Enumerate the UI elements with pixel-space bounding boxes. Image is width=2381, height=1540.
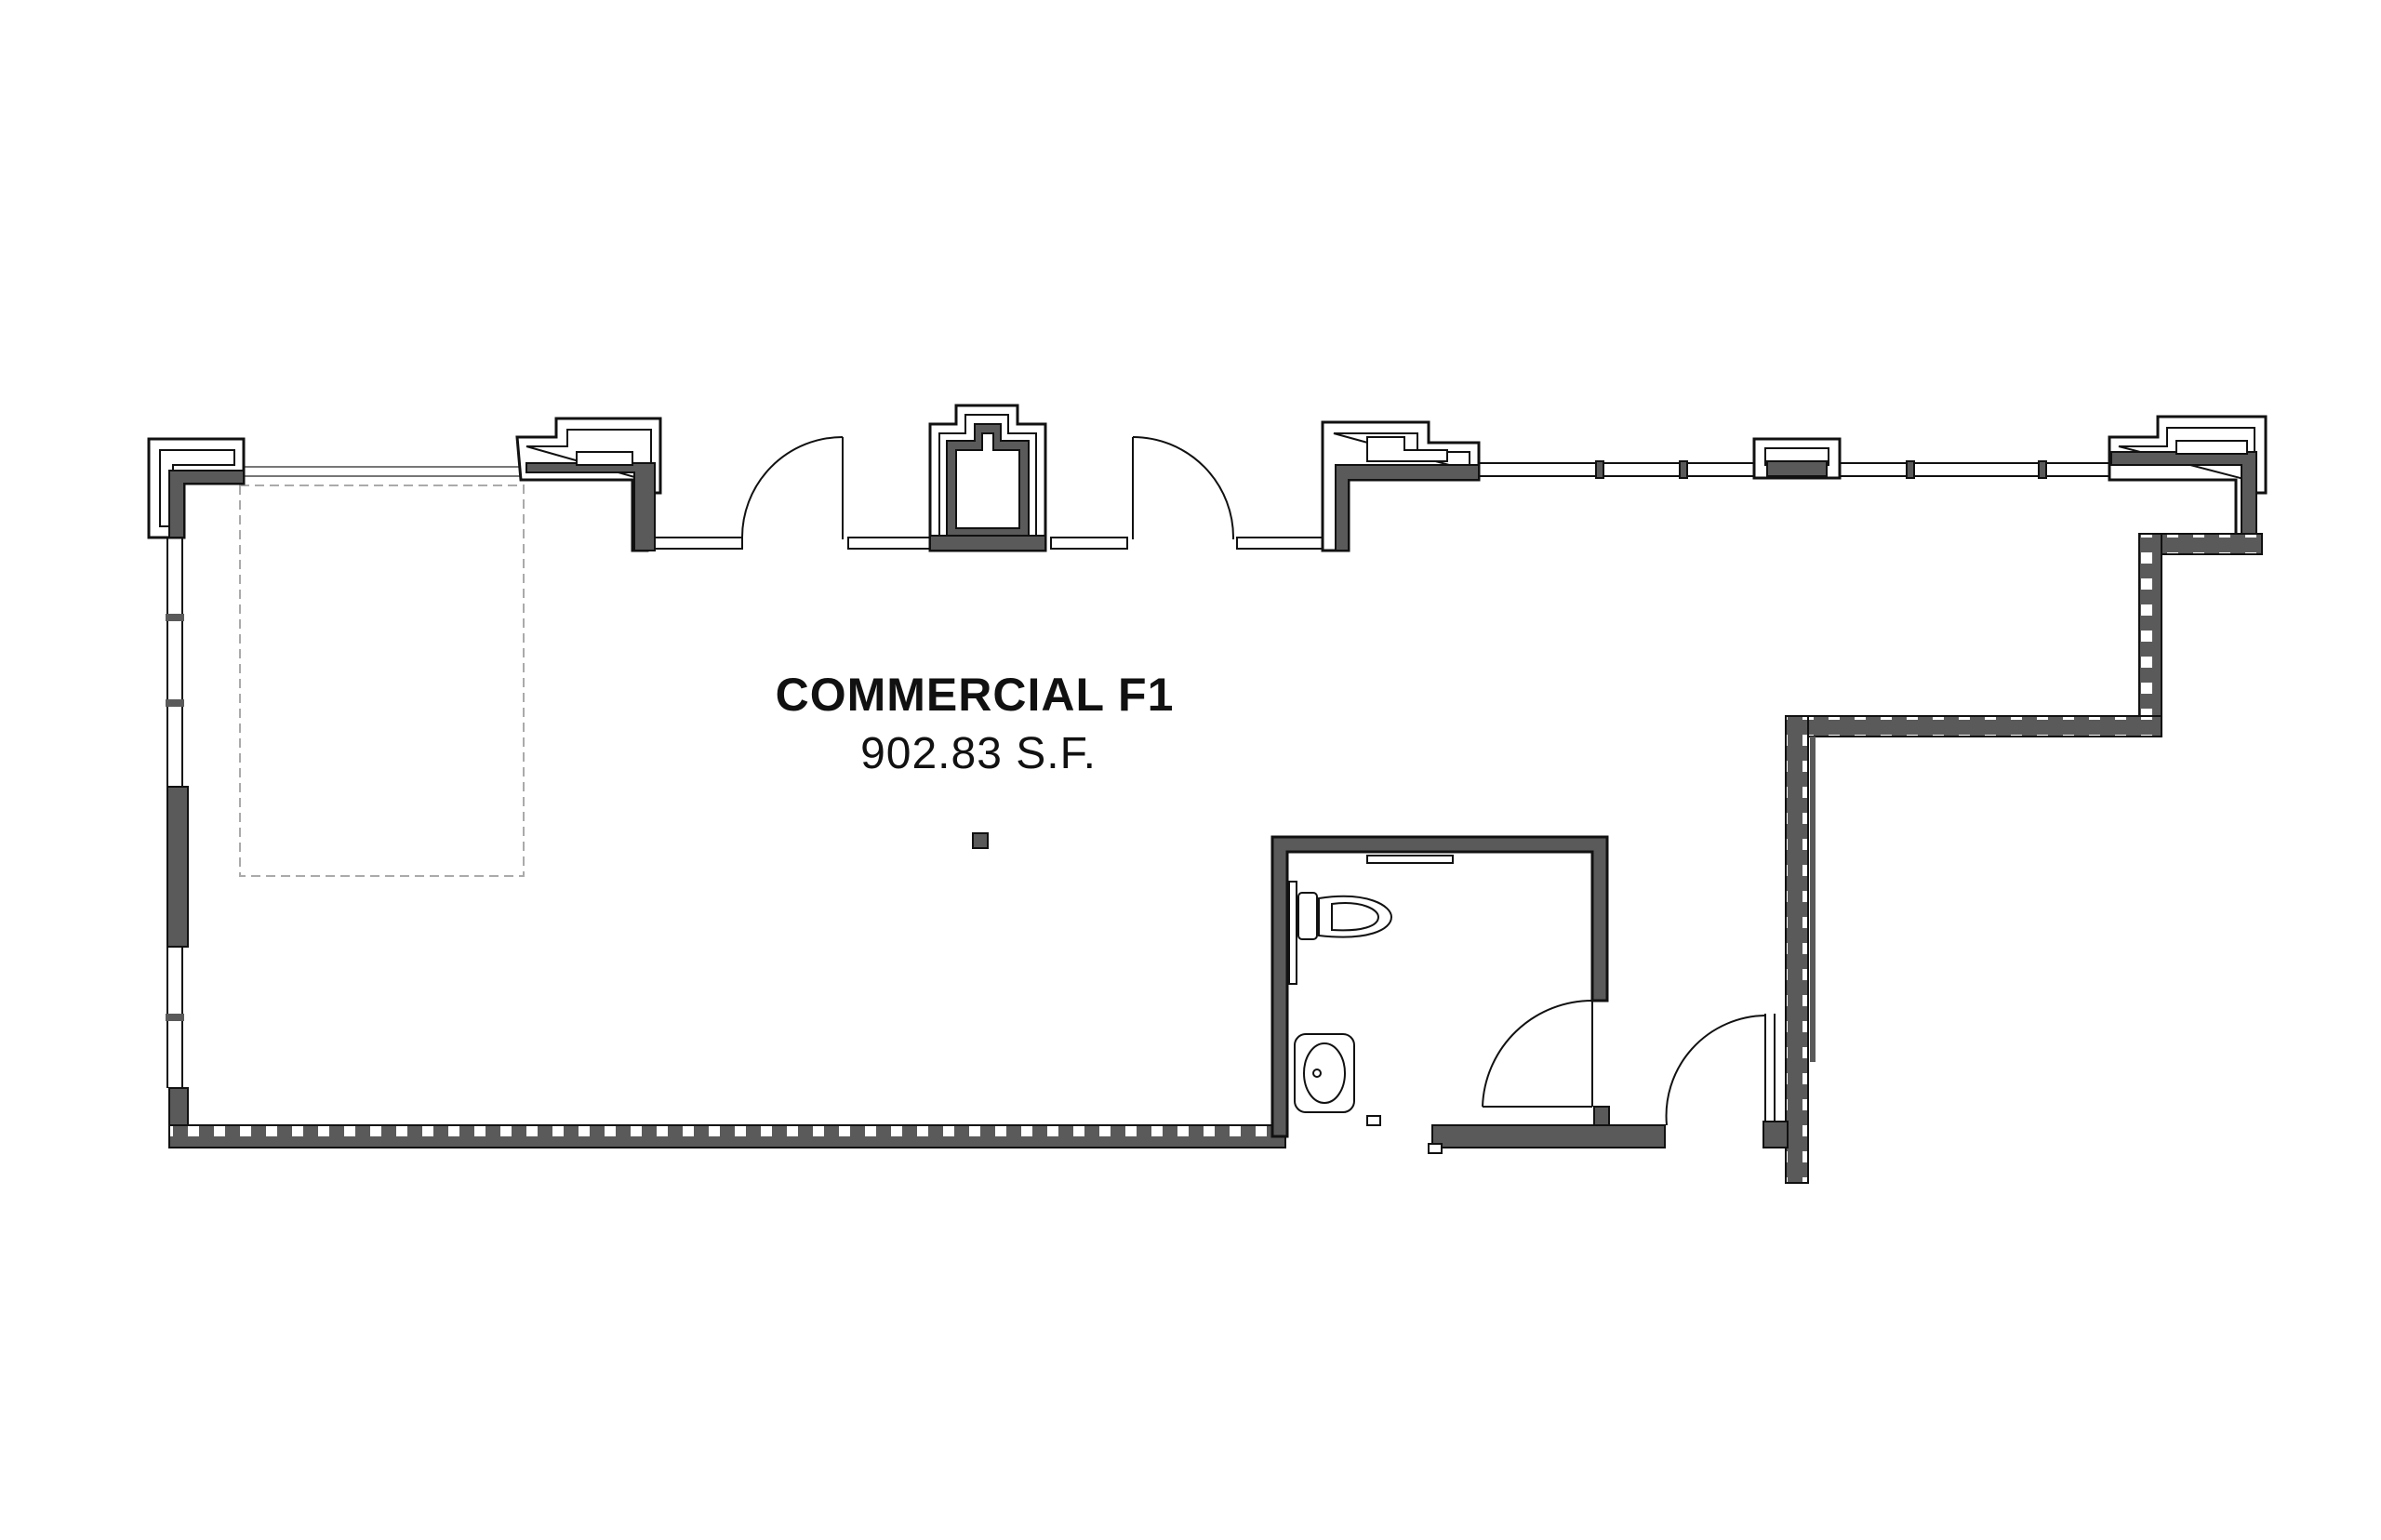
- corridor-door: [1665, 1014, 1776, 1126]
- pilaster-left: [147, 437, 246, 539]
- right-stepped-wall: [1785, 533, 2263, 1184]
- toilet-icon: [1297, 892, 1393, 940]
- storefront-glazing-top-left: [242, 466, 521, 477]
- pilaster-right: [2108, 415, 2268, 551]
- pilaster-2: [515, 417, 662, 552]
- pilaster-small: [1752, 437, 1842, 480]
- restroom-door: [1482, 1000, 1593, 1108]
- pilaster-4: [1321, 420, 1481, 552]
- entry-door-right: [1132, 436, 1235, 540]
- pilaster-center: [928, 404, 1047, 552]
- left-storefront-wall: [166, 538, 189, 1145]
- bottom-wall-left: [168, 1124, 1286, 1148]
- top-glazing-segments: [654, 537, 1324, 550]
- grab-bars: [1288, 855, 1454, 985]
- structural-column: [972, 832, 989, 849]
- room-name-label: COMMERCIAL F1: [776, 669, 1175, 721]
- lavatory-sink-icon: [1294, 1033, 1355, 1113]
- entry-door-left: [740, 436, 844, 540]
- room-area-label: 902.83 S.F.: [860, 729, 1097, 778]
- floor-drain-icon: [1366, 1115, 1443, 1154]
- dashed-overhead-outline: [239, 485, 525, 877]
